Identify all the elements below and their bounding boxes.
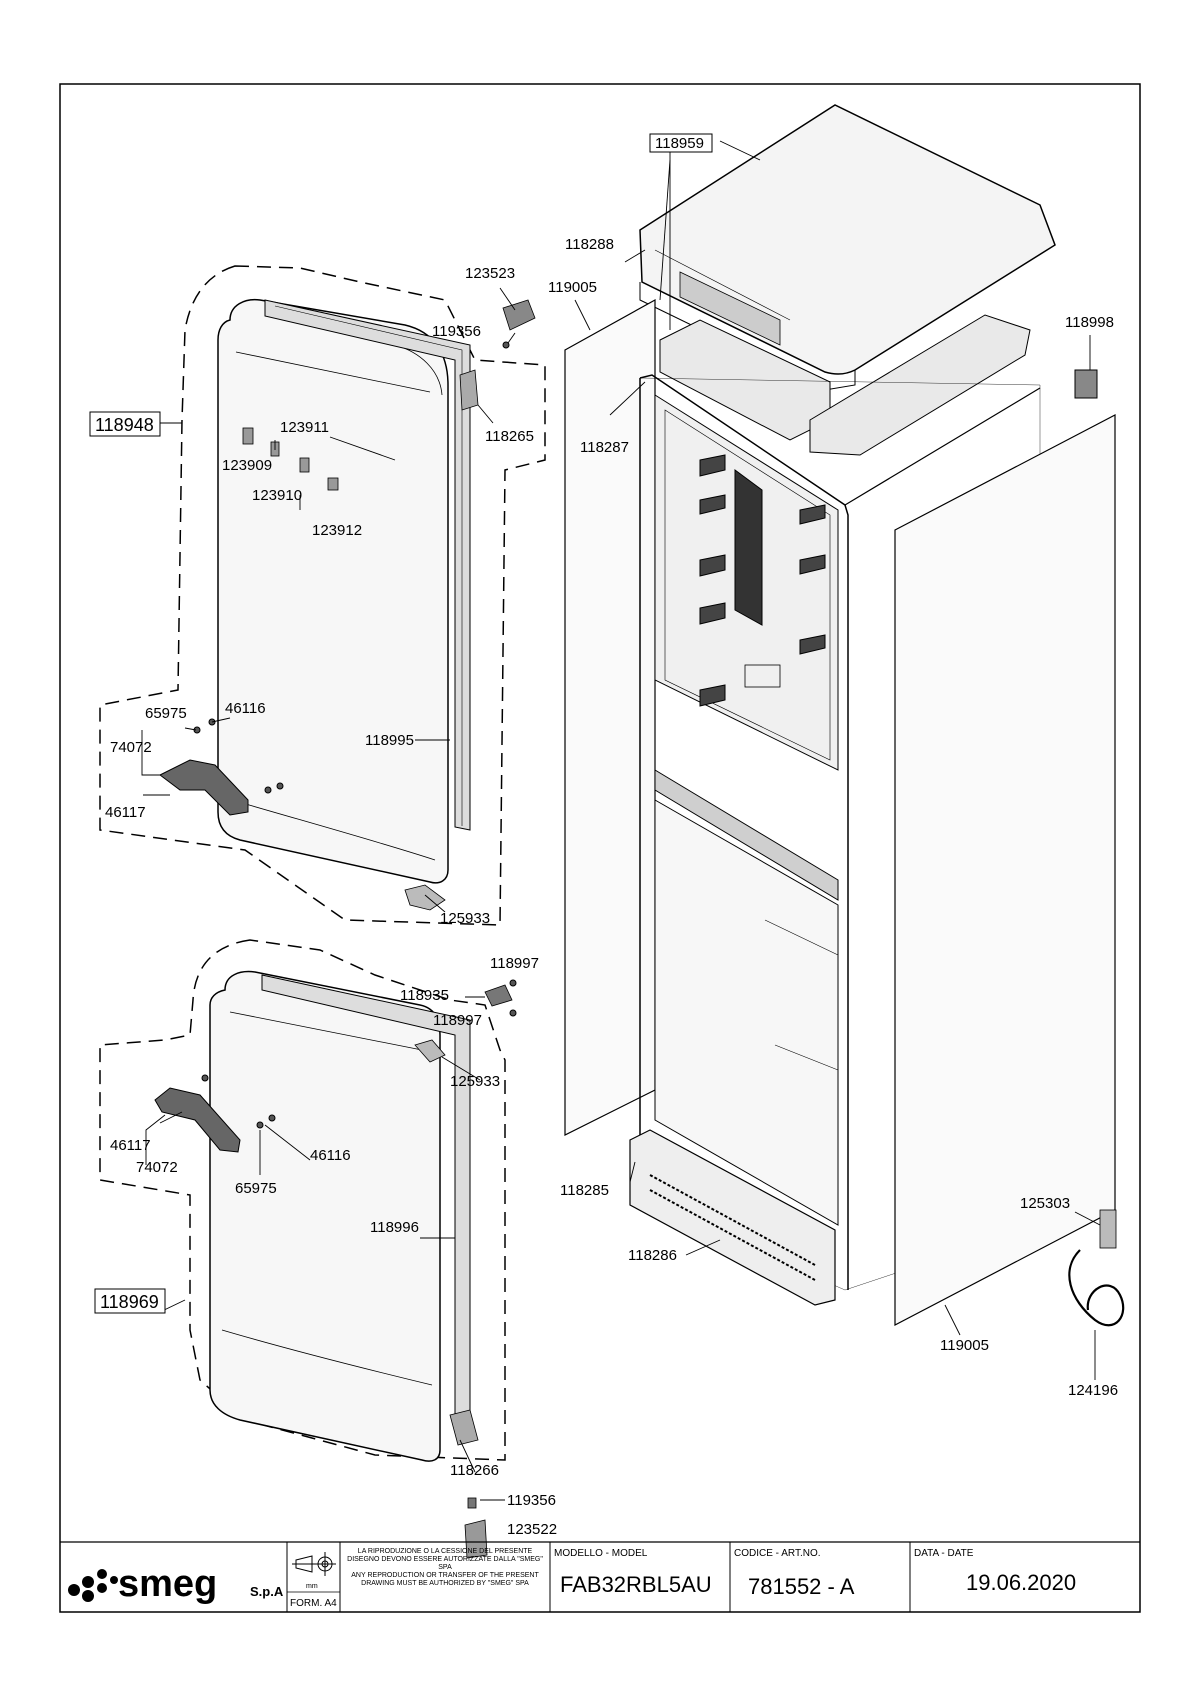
label-125303: 125303	[1020, 1195, 1070, 1212]
label-118996: 118996	[370, 1219, 419, 1236]
label-74072-top: 74072	[110, 739, 152, 756]
label-123522: 123522	[507, 1521, 557, 1538]
label-118969: 118969	[100, 1292, 159, 1312]
leader-lines	[141, 140, 1101, 1501]
cabinet-assembly	[564, 104, 1125, 1327]
code-label: CODICE - ART.NO.	[734, 1548, 821, 1559]
date-value: 19.06.2020	[966, 1570, 1076, 1595]
label-46117-top: 46117	[105, 804, 146, 821]
label-123910: 123910	[252, 487, 302, 504]
label-119356-top: 119356	[432, 323, 481, 340]
model-label: MODELLO - MODEL	[554, 1548, 648, 1559]
unit-label: mm	[306, 1583, 318, 1590]
smeg-logo: smeg S.p.A	[68, 1563, 284, 1605]
label-118266: 118266	[450, 1462, 499, 1479]
label-125933-bottom: 125933	[450, 1073, 500, 1090]
label-65975-top: 65975	[145, 705, 187, 722]
label-74072-bottom: 74072	[136, 1159, 178, 1176]
notice-english: ANY REPRODUCTION OR TRANSFER OF THE PRES…	[351, 1572, 539, 1587]
label-118959: 118959	[655, 135, 704, 152]
code-value: 781552 - A	[748, 1574, 855, 1599]
label-118995: 118995	[365, 732, 414, 749]
format-label: FORM. A4	[290, 1598, 337, 1609]
label-123909: 123909	[222, 457, 272, 474]
projection-symbol-icon	[292, 1552, 336, 1576]
label-124196: 124196	[1068, 1382, 1118, 1399]
title-block: smeg S.p.A mm FORM. A4 LA RIPRODUZIONE O…	[60, 1541, 1140, 1612]
upper-door-assembly	[99, 265, 546, 926]
lower-door-label-box	[94, 1288, 166, 1314]
label-46116-bottom: 46116	[310, 1147, 351, 1164]
label-123523: 123523	[465, 265, 515, 282]
label-119356-bottom: 119356	[507, 1492, 556, 1509]
drawing-frame	[59, 83, 1141, 1613]
label-118997-a: 118997	[490, 955, 539, 972]
upper-door-label-box	[89, 411, 161, 437]
label-118285: 118285	[560, 1182, 609, 1199]
label-119005-right: 119005	[940, 1337, 989, 1354]
top-cover-label-box	[649, 133, 713, 153]
label-65975-bottom: 65975	[235, 1180, 277, 1197]
label-46117-bottom: 46117	[110, 1137, 151, 1154]
date-label: DATA - DATE	[914, 1548, 974, 1559]
brand-name: smeg	[118, 1563, 217, 1605]
label-123911: 123911	[280, 419, 329, 436]
label-46116-top: 46116	[225, 700, 266, 717]
label-118948: 118948	[95, 415, 154, 435]
reproduction-notice: LA RIPRODUZIONE O LA CESSIONE DEL PRESEN…	[347, 1548, 543, 1587]
lower-door-assembly	[99, 939, 517, 1559]
notice-italian: LA RIPRODUZIONE O LA CESSIONE DEL PRESEN…	[347, 1548, 543, 1571]
label-118265: 118265	[485, 428, 534, 445]
label-118998: 118998	[1065, 314, 1114, 331]
label-118286: 118286	[628, 1247, 677, 1264]
label-118288: 118288	[565, 236, 614, 253]
label-119005-left: 119005	[548, 279, 597, 296]
part-labels: 118959 118948 118969 123523 119356 11826…	[89, 133, 1118, 1538]
label-125933-top: 125933	[440, 910, 490, 927]
label-118935: 118935	[400, 987, 449, 1004]
model-value: FAB32RBL5AU	[560, 1572, 712, 1597]
label-118997-b: 118997	[433, 1012, 482, 1029]
label-118287: 118287	[580, 439, 629, 456]
label-123912: 123912	[312, 522, 362, 539]
brand-suffix: S.p.A	[250, 1584, 284, 1599]
